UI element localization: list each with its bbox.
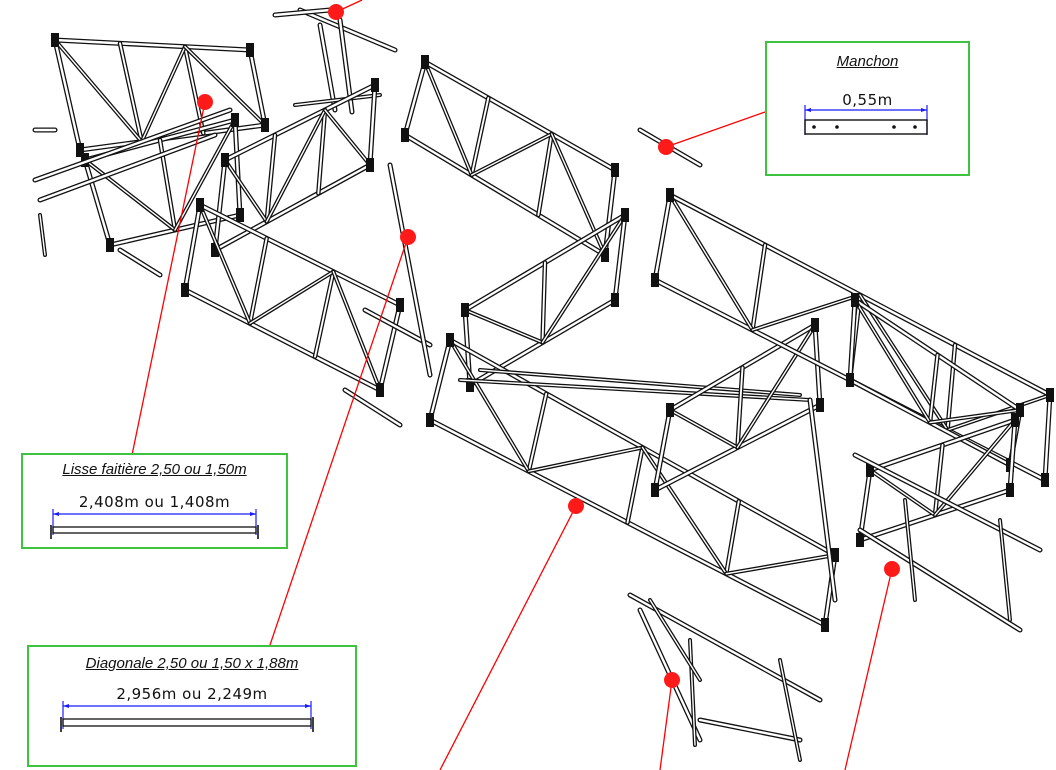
callout-diagonale-dimension: 2,956m ou 2,249m [116,685,268,703]
callout-lisse: Lisse faitière 2,50 ou 1,50m 2,408m ou 1… [21,453,288,549]
sleeve-dimension-drawing [804,105,928,135]
callout-lisse-dimension: 2,408m ou 1,408m [78,493,231,511]
callout-diagonale: Diagonale 2,50 ou 1,50 x 1,88m 2,956m ou… [27,645,357,767]
marker-lisse [197,94,213,110]
leader-line-diagonale [269,236,409,646]
callout-lisse-title: Lisse faitière 2,50 ou 1,50m [62,461,247,478]
leader-line-bottom-right [844,568,893,770]
callout-manchon-dimension: 0,55m [842,91,893,109]
markers [197,4,900,688]
callout-manchon-title: Manchon [836,53,899,70]
callout-diagonale-title: Diagonale 2,50 ou 1,50 x 1,88m [85,655,299,672]
marker-manchon [658,139,674,155]
marker-right-bracket [884,561,900,577]
leader-line-lisse [131,101,206,456]
marker-bottom-bracket [664,672,680,688]
ridge-rail-dimension-drawing [50,509,259,539]
marker-diagonale [400,229,416,245]
marker-truss-bottom [568,498,584,514]
leader-line-bottom-mid [659,679,673,770]
diagonal-dimension-drawing [60,701,314,732]
leader-lines [131,0,893,770]
leader-line-bottom-left [439,505,577,770]
marker-top [328,4,344,20]
leader-line-manchon [665,111,766,148]
callout-manchon: Manchon 0,55m [765,41,970,176]
